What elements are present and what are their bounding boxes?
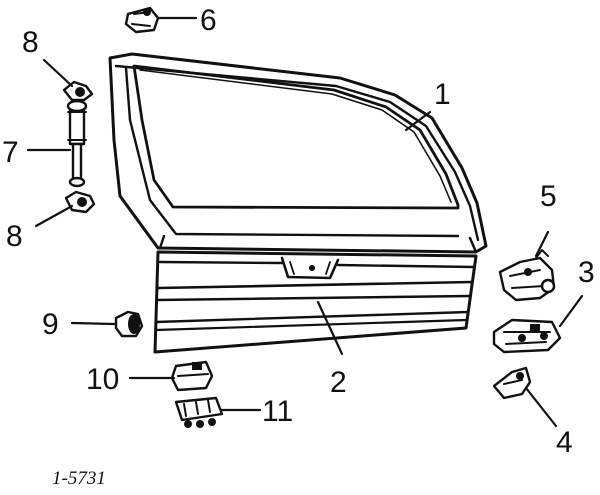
tailgate-lower-panel: [153, 250, 478, 354]
tailgate-glass-frame: [108, 52, 488, 254]
part-4-bracket: [492, 366, 532, 400]
callout-1: 1: [434, 78, 451, 111]
part-3-striker-plate: [492, 318, 562, 354]
part-11-lock-plate: [174, 396, 224, 428]
callout-7: 7: [2, 136, 19, 169]
part-8-lower-ball-stud: [64, 190, 96, 214]
callout-11: 11: [262, 395, 293, 428]
callout-labels: 1 2 3 4 5 6 7 8 8 9 10 11: [2, 4, 595, 459]
part-8-upper-ball-stud: [62, 80, 94, 102]
part-10-lock: [170, 360, 214, 392]
part-6-clip: [124, 6, 160, 34]
callout-2: 2: [330, 366, 347, 399]
callout-9: 9: [42, 308, 59, 341]
part-7-gas-strut: [66, 99, 88, 188]
part-5-latch: [498, 249, 556, 302]
callout-8-upper: 8: [22, 26, 39, 59]
callout-6: 6: [200, 4, 217, 37]
callout-8-lower: 8: [6, 220, 23, 253]
leader-lines: [26, 16, 584, 428]
part-9-rubber-bumper: [114, 310, 144, 338]
callout-4: 4: [556, 426, 573, 459]
catalog-number: 1-5731: [52, 468, 106, 489]
callout-10: 10: [86, 363, 119, 396]
callout-5: 5: [540, 180, 557, 213]
callout-3: 3: [578, 256, 595, 289]
